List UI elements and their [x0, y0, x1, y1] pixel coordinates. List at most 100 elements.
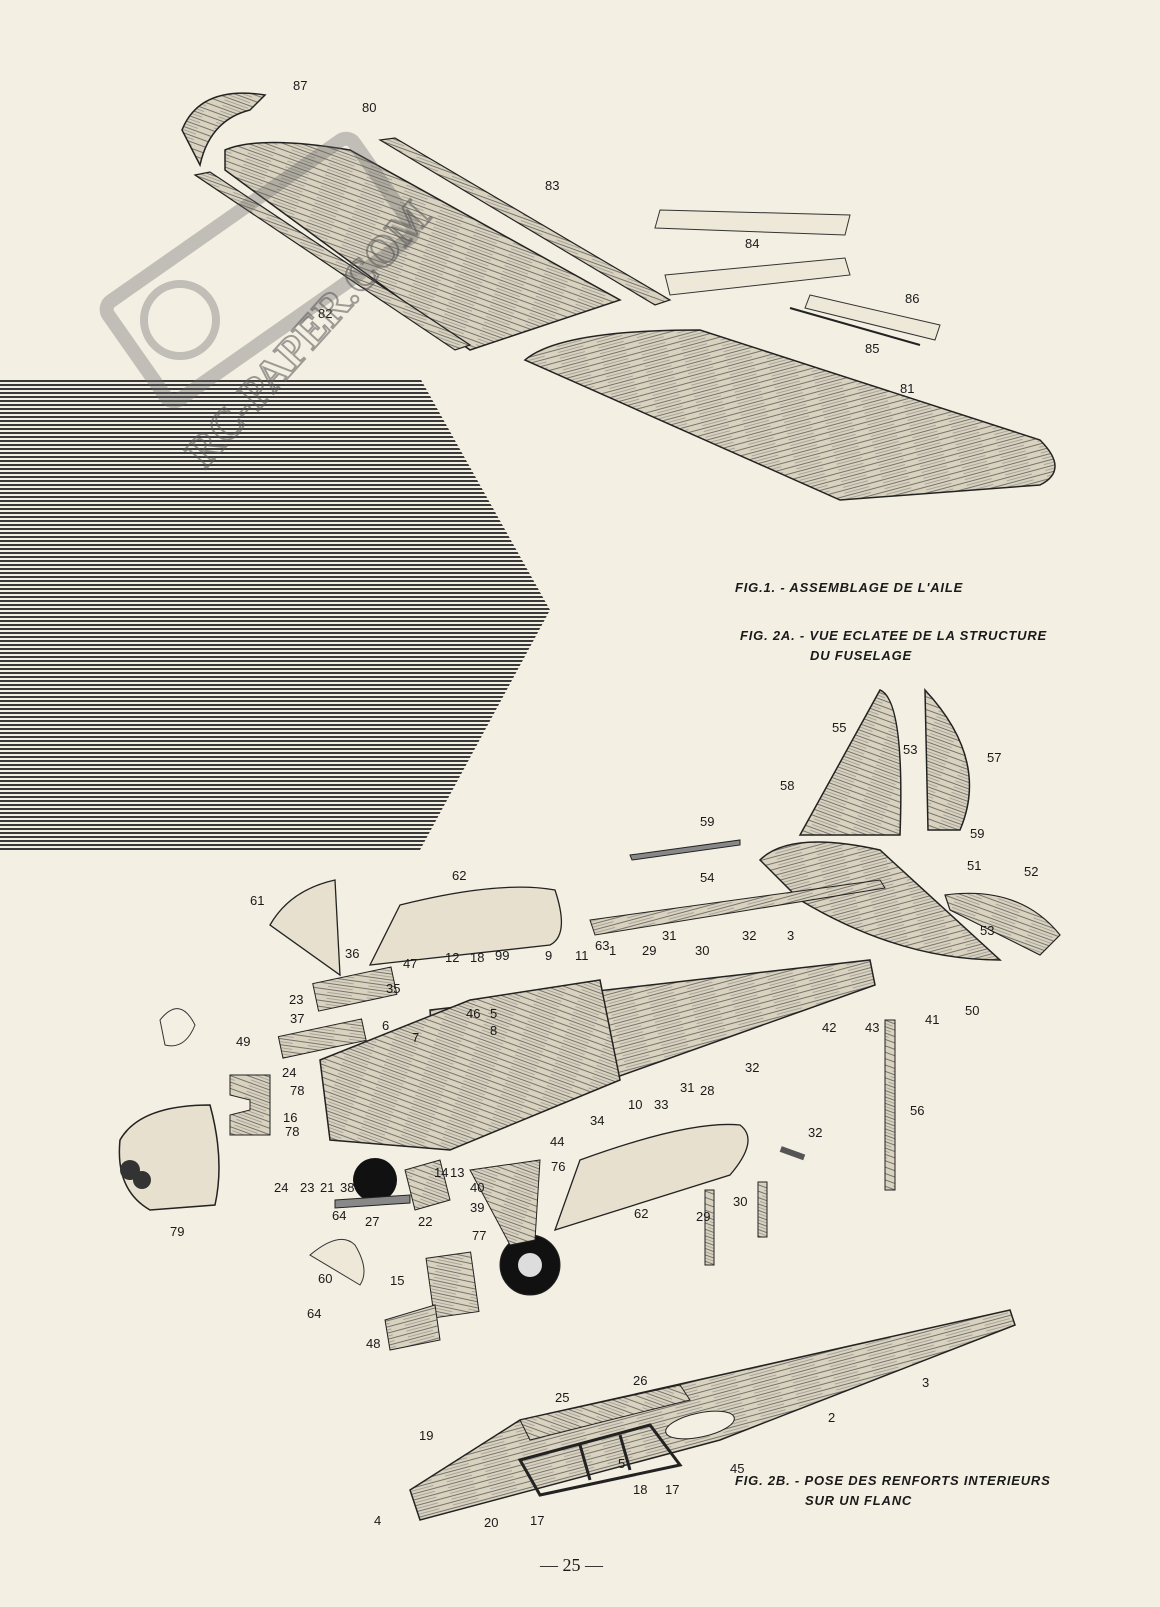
- part-number-label: 32: [742, 928, 756, 943]
- part-number-label: 32: [745, 1060, 759, 1075]
- part-number-label: 39: [470, 1200, 484, 1215]
- part-number-label: 87: [293, 78, 307, 93]
- part-number-label: 48: [366, 1336, 380, 1351]
- gear-fairing-76: [469, 1159, 541, 1246]
- part-number-label: 18: [470, 950, 484, 965]
- part-number-label: 33: [654, 1097, 668, 1112]
- part-number-label: 40: [470, 1180, 484, 1195]
- frame-17: [517, 1423, 683, 1497]
- upright-56: [884, 1019, 896, 1191]
- rudder-57: [924, 688, 971, 831]
- strip-32: [779, 1146, 806, 1161]
- part-number-label: 52: [1024, 864, 1038, 879]
- elevator-52: [944, 892, 1061, 956]
- part-number-label: 12: [445, 950, 459, 965]
- part-number-label: 85: [865, 341, 879, 356]
- part-number-label: 64: [307, 1306, 321, 1321]
- part-number-label: 7: [412, 1030, 419, 1045]
- part-number-label: 45: [730, 1461, 744, 1476]
- wheel-left: [353, 1158, 397, 1202]
- part-number-label: 30: [733, 1194, 747, 1209]
- part-number-label: 11: [575, 948, 589, 963]
- part-number-label: 31: [662, 928, 676, 943]
- part-number-label: 51: [967, 858, 981, 873]
- part-number-label: 54: [700, 870, 714, 885]
- firewall-49: [229, 1074, 271, 1136]
- caption-fig1: FIG.1. - ASSEMBLAGE DE L'AILE: [735, 580, 964, 595]
- part-number-label: 82: [318, 306, 332, 321]
- part-number-label: 42: [822, 1020, 836, 1035]
- block-37: [277, 1018, 367, 1059]
- plate-15: [425, 1251, 480, 1319]
- fin-55: [798, 689, 902, 836]
- part-number-label: 5: [490, 1006, 497, 1021]
- part-number-label: 24: [274, 1180, 288, 1195]
- part-number-label: 8: [490, 1023, 497, 1038]
- cowling-79: [118, 1104, 220, 1211]
- caption-fig2a-line1: FIG. 2A. - VUE ECLATEE DE LA STRUCTURE: [740, 628, 1048, 643]
- part-number-label: 4: [374, 1513, 381, 1528]
- block-36: [312, 966, 398, 1012]
- part-number-label: 17: [530, 1513, 544, 1528]
- part-number-label: 47: [403, 956, 417, 971]
- wing-part-81: [523, 329, 1056, 501]
- stringer-54: [589, 879, 886, 936]
- part-number-label: 17: [665, 1482, 679, 1497]
- part-number-label: 86: [905, 291, 919, 306]
- rib-84a: [654, 209, 851, 236]
- striped-chevron-decoration: [0, 378, 550, 850]
- part-number-label: 26: [633, 1373, 647, 1388]
- window-panel-62-top: [368, 886, 563, 966]
- window-panel-62-bottom: [553, 1123, 749, 1232]
- part-number-label: 50: [965, 1003, 979, 1018]
- part-number-label: 27: [365, 1214, 379, 1229]
- part-number-label: 16: [283, 1110, 297, 1125]
- part-number-label: 99: [495, 948, 509, 963]
- part-number-label: 83: [545, 178, 559, 193]
- part-number-label: 84: [745, 236, 759, 251]
- part-number-label: 44: [550, 1134, 564, 1149]
- reinforcement-25: [519, 1384, 691, 1441]
- rib-84b: [664, 257, 851, 296]
- part-number-label: 78: [290, 1083, 304, 1098]
- part-number-label: 10: [628, 1097, 642, 1112]
- upright-30: [757, 1181, 768, 1238]
- part-number-label: 2: [828, 1410, 835, 1425]
- part-number-label: 79: [170, 1224, 184, 1239]
- part-number-label: 78: [285, 1124, 299, 1139]
- part-number-label: 59: [700, 814, 714, 829]
- part-number-label: 24: [282, 1065, 296, 1080]
- caption-fig2a-line2: DU FUSELAGE: [810, 648, 912, 663]
- part-number-label: 23: [300, 1180, 314, 1195]
- strip-27: [334, 1194, 411, 1209]
- part-number-label: 23: [289, 992, 303, 1007]
- part-number-label: 5: [618, 1456, 625, 1471]
- wing-part-80: [224, 141, 622, 351]
- part-85: [789, 307, 921, 346]
- part-number-label: 20: [484, 1515, 498, 1530]
- stabilizer-50: [758, 841, 1002, 961]
- part-number-label: 55: [832, 720, 846, 735]
- page-number: — 25 —: [540, 1555, 603, 1575]
- part-60: [309, 1238, 365, 1286]
- caption-fig2b-line1: FIG. 2B. - POSE DES RENFORTS INTERIEURS: [735, 1473, 1051, 1488]
- part-number-label: 76: [551, 1159, 565, 1174]
- window-cutout: [665, 1410, 735, 1440]
- part-number-label: 28: [700, 1083, 714, 1098]
- fuselage-cabin: [319, 979, 621, 1151]
- part-number-label: 80: [362, 100, 376, 115]
- part-number-label: 3: [922, 1375, 929, 1390]
- part-number-label: 62: [634, 1206, 648, 1221]
- part-number-label: 58: [780, 778, 794, 793]
- part-number-label: 46: [466, 1006, 480, 1021]
- part-number-label: 43: [865, 1020, 879, 1035]
- part-number-label: 1: [609, 943, 616, 958]
- part-number-label: 6: [382, 1018, 389, 1033]
- part-number-label: 57: [987, 750, 1001, 765]
- part-number-label: 35: [386, 981, 400, 996]
- part-number-label: 34: [590, 1113, 604, 1128]
- part-number-label: 61: [250, 893, 264, 908]
